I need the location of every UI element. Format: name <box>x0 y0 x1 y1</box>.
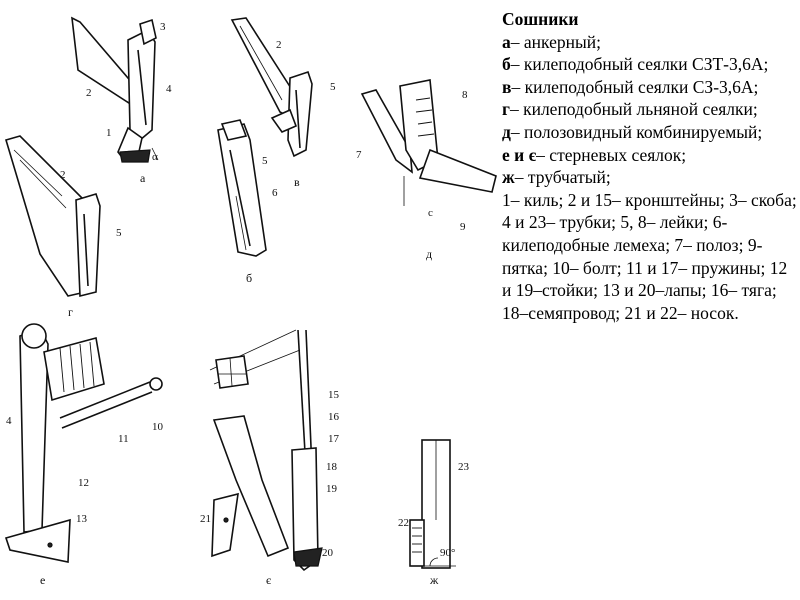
label-15: 15 <box>328 389 340 401</box>
legend-title: Сошники <box>502 9 579 29</box>
drawing-d-runner-opener <box>360 79 497 206</box>
entry-text: – килеподобный льняной сеялки; <box>509 99 758 120</box>
label-10: 10 <box>152 421 164 433</box>
label-4-a: 4 <box>166 83 172 95</box>
caption-b: б <box>246 271 252 285</box>
drawing-a-anchor-opener <box>71 16 159 163</box>
caption-e: е <box>40 573 45 587</box>
entry-key: а <box>502 31 511 52</box>
label-19: 19 <box>326 483 338 495</box>
label-5-g: 5 <box>116 227 122 239</box>
entry-text: – килеподобный сеялки СЗТ-3,6А; <box>510 54 769 75</box>
legend-entry-e: е и є– стерневых сеялок; <box>502 144 798 167</box>
label-5-b: 5 <box>262 155 268 167</box>
entry-text: – полозовидный комбинируемый; <box>510 121 763 142</box>
drawing-zh-tube-opener <box>409 439 456 569</box>
drawing-v-keel-opener <box>230 17 313 158</box>
label-17: 17 <box>328 433 340 445</box>
label-c: с <box>428 207 433 219</box>
drawing-ye-stubble-opener <box>209 329 323 572</box>
label-1: 1 <box>106 127 112 139</box>
label-12: 12 <box>78 477 89 489</box>
drawing-b-keel-opener <box>217 119 267 257</box>
caption-g: г <box>68 305 73 319</box>
label-6: 6 <box>272 187 278 199</box>
caption-d: д <box>426 247 432 261</box>
label-16: 16 <box>328 411 340 423</box>
entry-key: ж <box>502 167 515 188</box>
entry-text: – стерневых сеялок; <box>536 144 687 165</box>
entry-text: – анкерный; <box>510 31 601 52</box>
caption-v: в <box>294 175 300 189</box>
label-2-g: 2 <box>60 169 66 181</box>
label-7: 7 <box>356 149 362 161</box>
label-20: 20 <box>322 547 334 559</box>
legend-panel: Сошники а– анкерный; б– килеподобный сея… <box>502 8 798 324</box>
label-13: 13 <box>76 513 88 525</box>
legend-entry-a: а– анкерный; <box>502 31 798 54</box>
drawing-e-stubble-opener <box>4 323 163 563</box>
legend-parts: 1– киль; 2 и 15– кронштейны; 3– скоба; 4… <box>502 189 797 323</box>
entry-key: б <box>502 54 511 75</box>
label-8: 8 <box>462 89 468 101</box>
entry-key: в <box>502 76 512 97</box>
label-4-e: 4 <box>6 415 12 427</box>
caption-ye: є <box>266 573 271 587</box>
entry-text: – килеподобный сеялки СЗ-3,6А; <box>511 76 759 97</box>
label-5-v: 5 <box>330 81 336 93</box>
legend-entry-g: г– килеподобный льняной сеялки; <box>502 98 798 121</box>
label-2-a: 2 <box>86 87 92 99</box>
label-alpha: α <box>152 151 158 163</box>
label-21: 21 <box>200 513 211 525</box>
legend-entry-v: в– килеподобный сеялки СЗ-3,6А; <box>502 76 798 99</box>
caption-zh: ж <box>429 573 439 587</box>
label-90deg: 90° <box>440 547 455 559</box>
drawing-g-flax-opener <box>5 135 101 298</box>
label-3: 3 <box>160 21 166 33</box>
label-22: 22 <box>398 517 409 529</box>
caption-a: а <box>140 171 146 185</box>
label-2-v: 2 <box>276 39 282 51</box>
legend-entry-d: д– полозовидный комбинируемый; <box>502 121 798 144</box>
legend-entry-zh: ж– трубчатый; <box>502 166 798 189</box>
label-18: 18 <box>326 461 338 473</box>
label-11: 11 <box>118 433 129 445</box>
entry-text: – трубчатый; <box>514 167 611 188</box>
legend-entry-b: б– килеподобный сеялки СЗТ-3,6А; <box>502 53 798 76</box>
label-9: 9 <box>460 221 466 233</box>
entry-key: г <box>502 99 510 120</box>
label-23: 23 <box>458 461 470 473</box>
entry-key: е и є <box>502 144 537 165</box>
entry-key: д <box>502 121 511 142</box>
soshniki-diagram: а 1 2 3 4 α в 2 5 б 5 6 г 2 5 <box>4 16 497 587</box>
